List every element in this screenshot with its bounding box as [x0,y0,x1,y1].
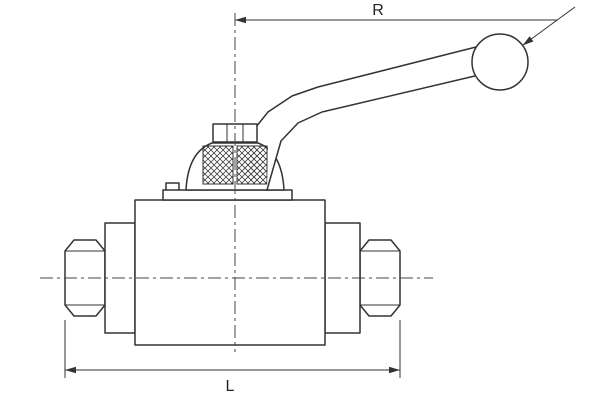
handle-ball-knob [471,33,529,91]
packing-hatch-left-lines [202,145,234,185]
bonnet-flange [162,189,293,201]
dimension-l-arrow-right [389,366,400,374]
handle-lever-bottom-edge [266,74,480,191]
valve-body [134,199,326,346]
handle-lever-top-edge [251,46,477,133]
dimension-r-label: R [372,2,384,19]
packing-hatch-right-lines [236,145,268,185]
dimension-l-label: L [226,378,235,395]
dimension-l-arrow-left [65,366,76,374]
dimension-r-arrow-ball [522,36,534,46]
packing-hatch-right [236,145,268,185]
handle-lever-fill [252,47,479,190]
dimension-r-arrow-left [235,16,246,24]
packing-hatch-left [202,145,234,185]
